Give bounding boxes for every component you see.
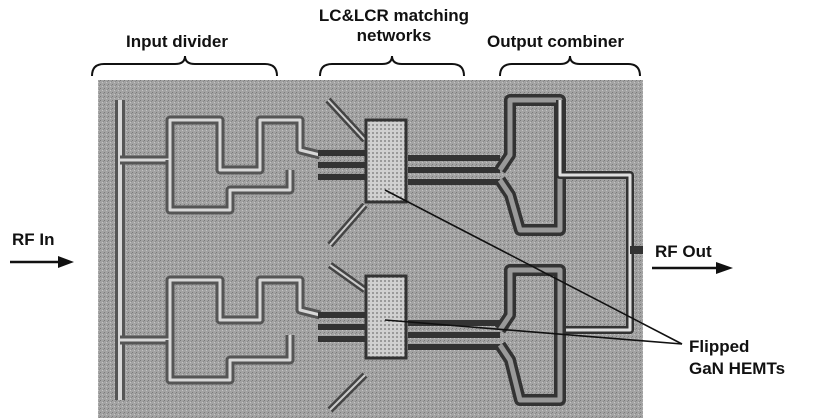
matching-networks-label-line1: LC&LCR matching [305, 6, 483, 26]
matching-networks-label-line2: networks [305, 26, 483, 46]
input-divider-label: Input divider [126, 32, 228, 52]
rf-out-label: RF Out [655, 242, 712, 262]
rf-in-label: RF In [12, 230, 55, 250]
output-combiner-label: Output combiner [487, 32, 624, 52]
rf-in-arrow [10, 256, 74, 268]
flipped-hemts-label-line1: Flipped [689, 336, 785, 358]
flipped-hemts-label: Flipped GaN HEMTs [689, 336, 785, 380]
matching-networks-label: LC&LCR matching networks [305, 6, 483, 46]
input-divider-brace [92, 56, 277, 76]
output-combiner-brace [500, 56, 640, 76]
hemt-die-bottom [366, 276, 406, 358]
flipped-hemts-label-line2: GaN HEMTs [689, 358, 785, 380]
matching-networks-brace [320, 56, 464, 76]
rf-out-arrow [652, 262, 733, 274]
